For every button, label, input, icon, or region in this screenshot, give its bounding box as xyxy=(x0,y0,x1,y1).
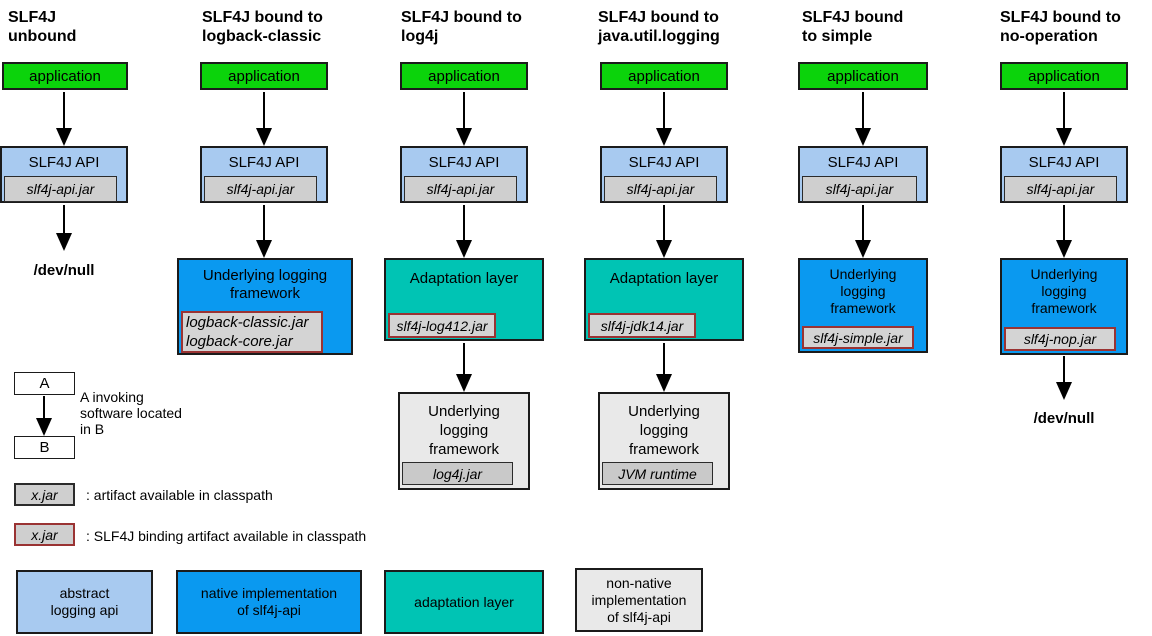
arrow-shaft xyxy=(663,343,665,374)
arrow-head-icon xyxy=(656,240,672,258)
arrow-shaft xyxy=(1063,205,1065,240)
slf4j-api-label: SLF4J API xyxy=(428,153,500,171)
slf4j-api-jar-label: slf4j-api.jar xyxy=(604,176,717,202)
arrow-head-icon xyxy=(256,128,272,146)
arrow-head-icon xyxy=(56,128,72,146)
legend-binding-jar-caption: : SLF4J binding artifact available in cl… xyxy=(86,528,367,544)
swatch-abstract-logging-api: abstract logging api xyxy=(16,570,153,634)
arrow-head-icon xyxy=(56,233,72,251)
swatch-native-implementation: native implementation of slf4j-api xyxy=(176,570,362,634)
adaptation-layer-label: Adaptation layer xyxy=(609,270,719,287)
arrow-shaft xyxy=(1063,92,1065,128)
arrow-shaft xyxy=(263,92,265,128)
arrow-shaft xyxy=(43,396,45,418)
arrow-shaft xyxy=(463,343,465,374)
arrow-head-icon xyxy=(456,374,472,392)
slf4j-api-box: SLF4J API slf4j-api.jar xyxy=(600,146,728,203)
legend-jar-caption: : artifact available in classpath xyxy=(86,487,273,503)
arrow-shaft xyxy=(263,205,265,240)
arrow-head-icon xyxy=(656,374,672,392)
arrow-head-icon xyxy=(656,128,672,146)
arrow-shaft xyxy=(463,205,465,240)
legend-node-b: B xyxy=(14,436,75,459)
swatch-non-native-implementation: non-native implementation of slf4j-api xyxy=(575,568,703,632)
column-title-log4j: SLF4J bound to log4j xyxy=(401,9,522,45)
column-title-unbound: SLF4J unbound xyxy=(8,9,77,45)
slf4j-api-label: SLF4J API xyxy=(628,153,700,171)
slf4j-api-jar-label: slf4j-api.jar xyxy=(1004,176,1117,202)
arrow-shaft xyxy=(663,92,665,128)
arrow-shaft xyxy=(862,205,864,240)
binding-jar-label: slf4j-simple.jar xyxy=(802,326,914,349)
slf4j-api-box: SLF4J API slf4j-api.jar xyxy=(200,146,328,203)
slf4j-api-label: SLF4J API xyxy=(228,153,300,171)
legend-invoke-caption: A invoking software located in B xyxy=(80,389,182,437)
slf4j-api-label: SLF4J API xyxy=(28,153,100,171)
legend-jar-sample: x.jar xyxy=(14,483,75,506)
legend-binding-jar-sample: x.jar xyxy=(14,523,75,546)
application-box: application xyxy=(600,62,728,90)
devnull-label: /dev/null xyxy=(1033,410,1095,427)
application-box: application xyxy=(1000,62,1128,90)
application-box: application xyxy=(400,62,528,90)
underlying-framework-label: Underlying logging framework xyxy=(202,267,328,302)
binding-jar-label: slf4j-nop.jar xyxy=(1004,327,1116,351)
framework-jar-label: JVM runtime xyxy=(602,462,713,485)
swatch-adaptation-layer: adaptation layer xyxy=(384,570,544,634)
adaptation-layer-box: Adaptation layer slf4j-log412.jar xyxy=(384,258,544,341)
arrow-shaft xyxy=(663,205,665,240)
arrow-shaft xyxy=(862,92,864,128)
arrow-shaft xyxy=(1063,356,1065,382)
slf4j-api-jar-label: slf4j-api.jar xyxy=(4,176,117,202)
arrow-head-icon xyxy=(456,240,472,258)
slf4j-api-box: SLF4J API slf4j-api.jar xyxy=(0,146,128,203)
slf4j-api-label: SLF4J API xyxy=(827,153,899,171)
arrow-shaft xyxy=(63,205,65,233)
underlying-framework-box: Underlying logging framework slf4j-simpl… xyxy=(798,258,928,353)
underlying-framework-label: Underlying logging framework xyxy=(1030,266,1098,316)
column-title-jul: SLF4J bound to java.util.logging xyxy=(598,9,720,45)
legend-node-a: A xyxy=(14,372,75,395)
slf4j-api-label: SLF4J API xyxy=(1028,153,1100,171)
slf4j-api-box: SLF4J API slf4j-api.jar xyxy=(400,146,528,203)
arrow-head-icon xyxy=(855,240,871,258)
slf4j-api-jar-label: slf4j-api.jar xyxy=(802,176,917,202)
column-title-nop: SLF4J bound to no-operation xyxy=(1000,9,1121,45)
arrow-head-icon xyxy=(36,418,52,436)
slf4j-api-box: SLF4J API slf4j-api.jar xyxy=(798,146,928,203)
arrow-head-icon xyxy=(855,128,871,146)
application-box: application xyxy=(798,62,928,90)
slf4j-api-jar-label: slf4j-api.jar xyxy=(404,176,517,202)
underlying-framework-label: Underlying logging framework xyxy=(428,403,500,458)
binding-jar-label: slf4j-log412.jar xyxy=(388,313,496,338)
arrow-head-icon xyxy=(1056,240,1072,258)
binding-jar-label: slf4j-jdk14.jar xyxy=(588,313,696,338)
underlying-framework-box: Underlying logging framework slf4j-nop.j… xyxy=(1000,258,1128,355)
adaptation-layer-box: Adaptation layer slf4j-jdk14.jar xyxy=(584,258,744,341)
underlying-framework-box: Underlying logging framework JVM runtime xyxy=(598,392,730,490)
column-title-simple: SLF4J bound to simple xyxy=(802,9,904,45)
slf4j-api-jar-label: slf4j-api.jar xyxy=(204,176,317,202)
underlying-framework-box: Underlying logging framework logback-cla… xyxy=(177,258,353,355)
arrow-head-icon xyxy=(456,128,472,146)
arrow-shaft xyxy=(63,92,65,128)
binding-jar-label: logback-classic.jar logback-core.jar xyxy=(181,311,323,353)
underlying-framework-label: Underlying logging framework xyxy=(628,403,700,458)
underlying-framework-box: Underlying logging framework log4j.jar xyxy=(398,392,530,490)
adaptation-layer-label: Adaptation layer xyxy=(409,270,519,287)
arrow-head-icon xyxy=(1056,128,1072,146)
application-box: application xyxy=(200,62,328,90)
arrow-head-icon xyxy=(1056,382,1072,400)
underlying-framework-label: Underlying logging framework xyxy=(829,266,897,316)
devnull-label: /dev/null xyxy=(33,262,95,279)
framework-jar-label: log4j.jar xyxy=(402,462,513,485)
arrow-head-icon xyxy=(256,240,272,258)
column-title-logback: SLF4J bound to logback-classic xyxy=(202,9,323,45)
application-box: application xyxy=(2,62,128,90)
slf4j-api-box: SLF4J API slf4j-api.jar xyxy=(1000,146,1128,203)
arrow-shaft xyxy=(463,92,465,128)
